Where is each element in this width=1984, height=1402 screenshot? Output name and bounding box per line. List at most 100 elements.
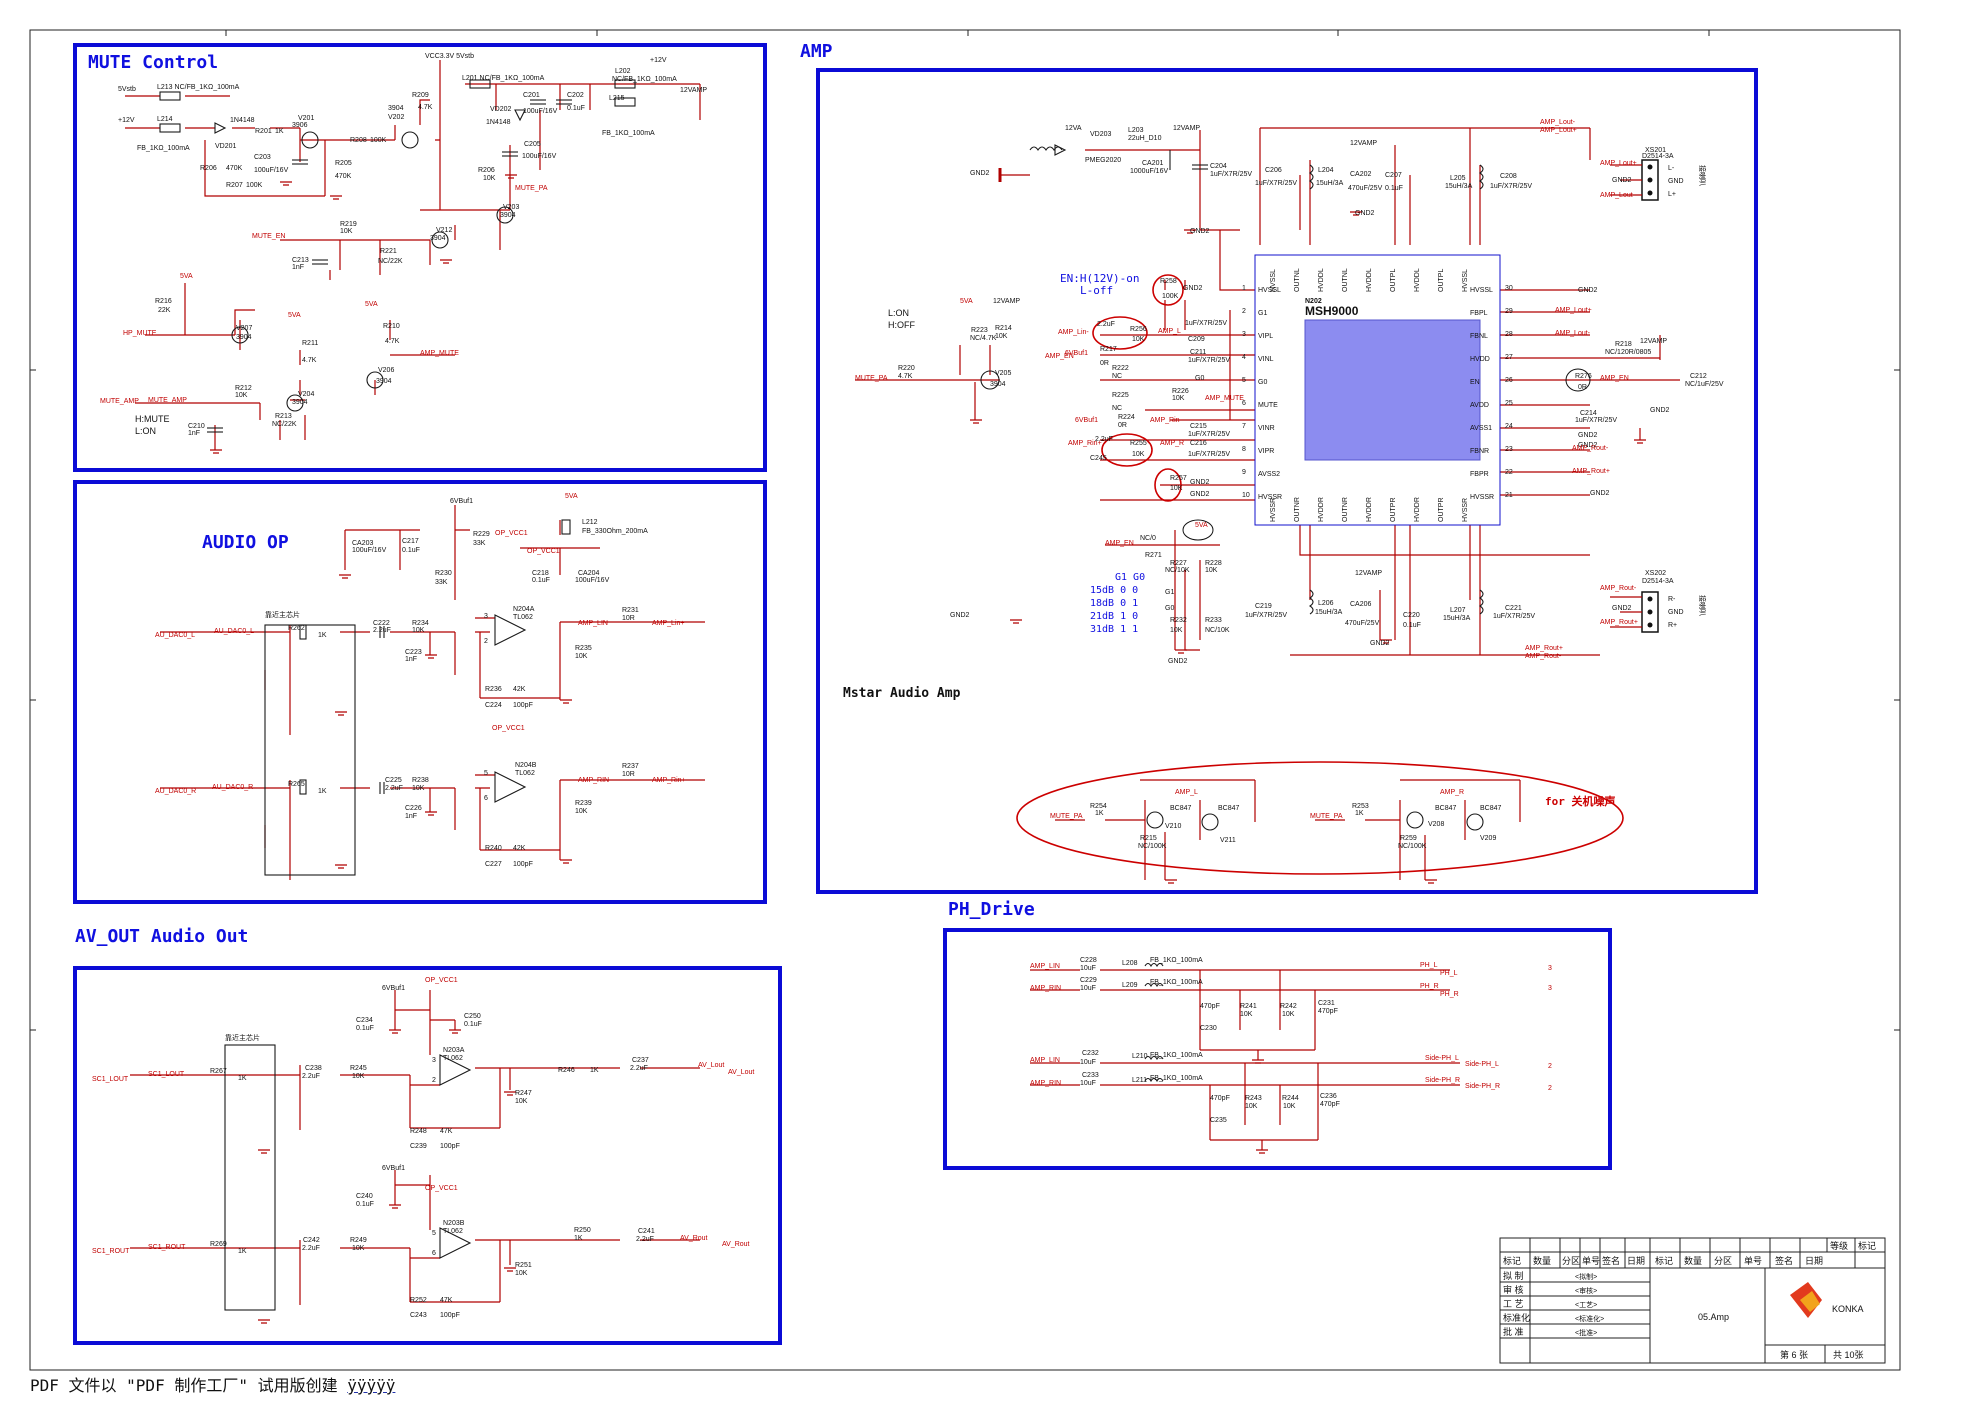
- svg-text:C227: C227: [485, 861, 502, 868]
- pin-num-left-9: 9: [1242, 469, 1246, 476]
- svg-text:GND2: GND2: [1590, 490, 1610, 497]
- svg-text:C239: C239: [410, 1143, 427, 1150]
- svg-text:R269: R269: [210, 1241, 227, 1248]
- svg-text:GND2: GND2: [1612, 605, 1632, 612]
- svg-text:3904: 3904: [376, 378, 392, 385]
- svg-text:FB_330Ohm_200mA: FB_330Ohm_200mA: [582, 528, 648, 535]
- svg-text:42K: 42K: [513, 845, 526, 852]
- svg-text:GND2: GND2: [1650, 407, 1670, 414]
- svg-text:AMP_Rout+: AMP_Rout+: [1600, 619, 1638, 626]
- svg-text:HP_MUTE: HP_MUTE: [123, 330, 157, 337]
- svg-text:10K: 10K: [352, 1073, 365, 1080]
- svg-text:10K: 10K: [352, 1245, 365, 1252]
- marker-r258: [1152, 274, 1184, 306]
- svg-text:C220: C220: [1403, 612, 1420, 619]
- svg-text:NC/22K: NC/22K: [378, 258, 403, 265]
- svg-text:AMP_Lin+: AMP_Lin+: [652, 620, 685, 627]
- svg-text:V201: V201: [298, 115, 314, 122]
- pin-bottom-3: OUTNR: [1342, 497, 1349, 522]
- svg-text:R221: R221: [380, 248, 397, 255]
- svg-text:R249: R249: [350, 1237, 367, 1244]
- svg-text:V206: V206: [378, 367, 394, 374]
- svg-text:V203: V203: [503, 204, 519, 211]
- svg-text:15uH/3A: 15uH/3A: [1315, 609, 1343, 616]
- svg-text:C207: C207: [1385, 172, 1402, 179]
- pin-right-27: HVDD: [1470, 356, 1490, 363]
- marker-r276: [1565, 368, 1591, 392]
- svg-text:5VA: 5VA: [960, 298, 973, 305]
- svg-text:100uF/16V: 100uF/16V: [254, 167, 289, 174]
- svg-text:R262: R262: [288, 625, 305, 632]
- svg-text:G0: G0: [1165, 605, 1174, 612]
- svg-text:R258: R258: [1160, 278, 1177, 285]
- svg-text:C228: C228: [1080, 957, 1097, 964]
- c245-top-val: 2.2uF: [1097, 321, 1115, 328]
- svg-text:R201: R201: [255, 128, 272, 135]
- c245-bot-val: 2.2uF: [1095, 436, 1113, 443]
- svg-text:C203: C203: [254, 154, 271, 161]
- svg-text:R218: R218: [1615, 341, 1632, 348]
- svg-text:10K: 10K: [995, 333, 1008, 340]
- svg-text:R236: R236: [485, 686, 502, 693]
- svg-text:10K: 10K: [575, 808, 588, 815]
- tb-h11: 日期: [1805, 1256, 1823, 1266]
- svg-text:C230: C230: [1200, 1025, 1217, 1032]
- svg-text:1uF/X7R/25V: 1uF/X7R/25V: [1188, 357, 1230, 364]
- svg-text:R251: R251: [515, 1262, 532, 1269]
- tb-h3: 单号: [1582, 1255, 1600, 1266]
- svg-text:L209: L209: [1122, 982, 1138, 989]
- svg-text:100K: 100K: [1162, 293, 1179, 300]
- pin-num-left-10: 10: [1242, 492, 1250, 499]
- svg-text:AMP_LIN: AMP_LIN: [578, 620, 608, 627]
- svg-text:N204A: N204A: [513, 606, 535, 613]
- pin-num-left-4: 4: [1242, 354, 1246, 361]
- svg-text:SC1_ROUT: SC1_ROUT: [148, 1244, 186, 1251]
- svg-text:5VA: 5VA: [1195, 522, 1208, 529]
- svg-text:SC1_LOUT: SC1_LOUT: [92, 1076, 129, 1083]
- svg-text:10K: 10K: [1132, 451, 1145, 458]
- svg-text:1uF/X7R/25V: 1uF/X7R/25V: [1245, 612, 1287, 619]
- pin-left-5: G0: [1258, 379, 1267, 386]
- svg-text:C237: C237: [632, 1057, 649, 1064]
- svg-text:42K: 42K: [513, 686, 526, 693]
- hmute-note: H:MUTE: [135, 414, 170, 424]
- svg-text:1uF/X7R/25V: 1uF/X7R/25V: [1490, 183, 1532, 190]
- svg-text:BC847: BC847: [1218, 805, 1240, 812]
- footer-link[interactable]: ÿÿÿÿÿ: [347, 1376, 396, 1395]
- spk-r-note: 接喇叭: [1698, 595, 1707, 616]
- amp-hoff: H:OFF: [888, 320, 915, 330]
- svg-text:PH_R: PH_R: [1440, 991, 1459, 998]
- svg-text:L206: L206: [1318, 600, 1334, 607]
- svg-text:V208: V208: [1428, 821, 1444, 828]
- svg-text:3: 3: [432, 1057, 436, 1064]
- svg-text:AMP_Rin+: AMP_Rin+: [1068, 440, 1102, 447]
- svg-text:4.7K: 4.7K: [302, 357, 317, 364]
- svg-text:12VAMP: 12VAMP: [1173, 125, 1200, 132]
- svg-text:0.1uF: 0.1uF: [356, 1201, 374, 1208]
- pin-left-2: G1: [1258, 310, 1267, 317]
- svg-text:R220: R220: [898, 365, 915, 372]
- pin-top-3: OUTNL: [1342, 268, 1349, 292]
- svg-text:3904: 3904: [430, 235, 446, 242]
- tb-drawing: 05.Amp: [1698, 1312, 1729, 1322]
- svg-text:0.1uF: 0.1uF: [567, 105, 585, 112]
- svg-text:N203B: N203B: [443, 1220, 465, 1227]
- svg-text:GND2: GND2: [1168, 658, 1188, 665]
- svg-text:12VA: 12VA: [1065, 125, 1082, 132]
- svg-text:15uH/3A: 15uH/3A: [1445, 183, 1473, 190]
- svg-text:SC1_ROUT: SC1_ROUT: [92, 1248, 130, 1255]
- svg-text:3904: 3904: [388, 105, 404, 112]
- svg-text:22K: 22K: [158, 307, 171, 314]
- audio-op-title: AUDIO OP: [202, 532, 289, 553]
- svg-text:AMP_Rout-: AMP_Rout-: [1525, 653, 1562, 660]
- lon-note: L:ON: [135, 426, 156, 436]
- svg-text:R215: R215: [1140, 835, 1157, 842]
- svg-text:6VBuf1: 6VBuf1: [450, 498, 473, 505]
- svg-text:R216: R216: [155, 298, 172, 305]
- svg-text:10uF: 10uF: [1080, 1059, 1096, 1066]
- svg-text:1K: 1K: [318, 788, 327, 795]
- amp-frame: [816, 68, 1758, 894]
- pin-left-10: HVSSR: [1258, 494, 1282, 501]
